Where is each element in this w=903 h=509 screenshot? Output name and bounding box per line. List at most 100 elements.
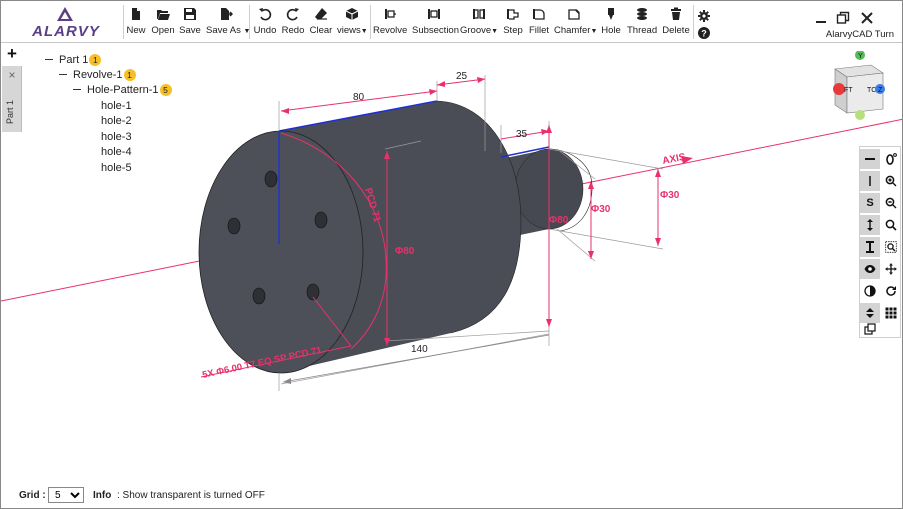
drill-hole-icon xyxy=(608,8,614,20)
tree-item-label: Revolve-1 xyxy=(73,68,123,81)
save-as-button[interactable]: Save As ▼ xyxy=(206,7,250,39)
zoom-in-icon xyxy=(885,175,897,187)
minimize-icon[interactable] xyxy=(814,11,828,25)
restore-icon[interactable] xyxy=(836,11,850,25)
undo-icon xyxy=(259,8,272,21)
hole-circle[interactable] xyxy=(227,217,241,235)
zoom-search-icon xyxy=(885,219,897,231)
step-button[interactable]: Step xyxy=(502,7,524,39)
dim-diameter-30-shaft[interactable]: Φ30 xyxy=(591,204,611,215)
subsection-button[interactable]: Subsection xyxy=(412,7,459,39)
zoom-window-button[interactable] xyxy=(881,237,901,257)
tree-item-hole[interactable]: hole-4 xyxy=(101,145,132,158)
dimension-arrows xyxy=(281,77,693,346)
tree-collapse-icon[interactable] xyxy=(59,74,67,75)
grid-size-select[interactable]: 5 xyxy=(48,487,84,503)
groove-button[interactable]: Groove▼ xyxy=(460,7,498,39)
close-tab-icon[interactable]: × xyxy=(8,68,16,82)
close-icon[interactable] xyxy=(860,11,874,25)
zero-degree-icon xyxy=(886,153,897,165)
grid-toggle-button[interactable] xyxy=(881,303,901,323)
top-edge xyxy=(278,100,438,132)
tree-collapse-icon[interactable] xyxy=(73,89,81,90)
rotate-icon xyxy=(886,286,896,296)
dim-diameter-80-body[interactable]: Φ80 xyxy=(395,246,415,257)
zoom-minus-button[interactable] xyxy=(860,149,880,169)
save-button[interactable]: Save xyxy=(179,7,201,39)
toolbar-divider xyxy=(249,5,250,39)
dropdown-caret-icon: ▼ xyxy=(590,28,598,35)
dim-length-80[interactable]: 80 xyxy=(353,92,365,103)
redo-button[interactable]: Redo xyxy=(281,7,305,39)
tree-item-hole[interactable]: hole-2 xyxy=(101,114,132,127)
new-label: New xyxy=(126,25,146,36)
dim-length-25[interactable]: 25 xyxy=(456,71,468,82)
new-button[interactable]: New xyxy=(125,7,147,39)
axis-z-label: Z xyxy=(878,87,883,94)
tree-item-label: Hole-Pattern-1 xyxy=(87,83,159,96)
hole-button[interactable]: Hole xyxy=(600,7,622,39)
overall-length-line xyxy=(282,334,550,383)
toolbar-divider xyxy=(693,5,694,39)
count-badge: 1 xyxy=(123,68,136,81)
open-button[interactable]: Open xyxy=(151,7,175,39)
new-file-icon xyxy=(132,8,140,20)
vertical-line-button[interactable] xyxy=(860,171,880,191)
zoom-in-button[interactable] xyxy=(881,171,901,191)
rotate-button[interactable] xyxy=(881,281,901,301)
dropdown-caret-icon: ▼ xyxy=(360,28,368,35)
help-icon[interactable]: ? xyxy=(698,27,710,39)
fillet-label: Fillet xyxy=(528,25,550,36)
revolve-label: Revolve xyxy=(373,25,408,36)
thread-icon xyxy=(637,8,647,20)
layers-button[interactable] xyxy=(860,319,880,339)
text-height-icon xyxy=(866,241,874,253)
view-angle-button[interactable] xyxy=(881,149,901,169)
add-part-button[interactable]: + xyxy=(7,44,17,63)
text-height-button[interactable] xyxy=(860,237,880,257)
hole-circle[interactable] xyxy=(252,287,266,305)
cad-viewport[interactable]: 80 25 35 Φ80 Φ80 Φ30 Φ30 140 PCD 71 AXIS… xyxy=(1,44,903,484)
dim-length-140[interactable]: 140 xyxy=(411,344,428,355)
dim-diameter-30-offset[interactable]: Φ30 xyxy=(660,190,680,201)
tree-item-hole[interactable]: hole-3 xyxy=(101,130,132,143)
dim-length-35[interactable]: 35 xyxy=(516,129,528,140)
dim-diameter-80-end[interactable]: Φ80 xyxy=(549,215,569,226)
hole-circle[interactable] xyxy=(306,283,320,301)
views-button[interactable]: views▼ xyxy=(337,7,368,39)
fillet-button[interactable]: Fillet xyxy=(528,7,550,39)
tree-item-hole-pattern[interactable]: Hole-Pattern-1 5 xyxy=(73,82,172,97)
thread-button[interactable]: Thread xyxy=(627,7,657,39)
hole-circle[interactable] xyxy=(264,170,278,188)
vertical-arrows-button[interactable] xyxy=(860,215,880,235)
save-label: Save xyxy=(179,25,201,36)
zoom-out-button[interactable] xyxy=(881,193,901,213)
tree-item-revolve[interactable]: Revolve-1 1 xyxy=(59,67,136,82)
tree-item-hole[interactable]: hole-5 xyxy=(101,161,132,174)
part-tab-label: Part 1 xyxy=(5,99,15,124)
toolbar-divider xyxy=(370,5,371,39)
sort-toggle-button[interactable] xyxy=(860,303,880,323)
part-tab[interactable]: × Part 1 xyxy=(2,66,22,132)
zoom-fit-button[interactable] xyxy=(881,215,901,235)
dimension-lines xyxy=(200,78,659,378)
clear-button[interactable]: Clear xyxy=(309,7,333,39)
visibility-button[interactable] xyxy=(860,259,880,279)
gear-icon[interactable] xyxy=(698,10,710,22)
tree-item-hole[interactable]: hole-1 xyxy=(101,99,132,112)
pan-button[interactable] xyxy=(881,259,901,279)
tree-item-part[interactable]: Part 1 1 xyxy=(45,52,102,67)
transparency-button[interactable] xyxy=(860,281,880,301)
vertical-line-icon xyxy=(869,176,871,186)
window-controls xyxy=(814,11,894,25)
revolve-icon xyxy=(385,9,396,19)
delete-button[interactable]: Delete xyxy=(662,7,690,39)
undo-button[interactable]: Undo xyxy=(253,7,277,39)
view-cube[interactable]: Y FT TC Z xyxy=(827,51,897,121)
revolve-button[interactable]: Revolve xyxy=(373,7,407,39)
s-mode-button[interactable]: S xyxy=(860,193,880,213)
chamfer-button[interactable]: Chamfer▼ xyxy=(554,7,598,39)
hole-circle[interactable] xyxy=(314,211,328,229)
tree-collapse-icon[interactable] xyxy=(45,59,53,60)
redo-label: Redo xyxy=(281,25,305,36)
